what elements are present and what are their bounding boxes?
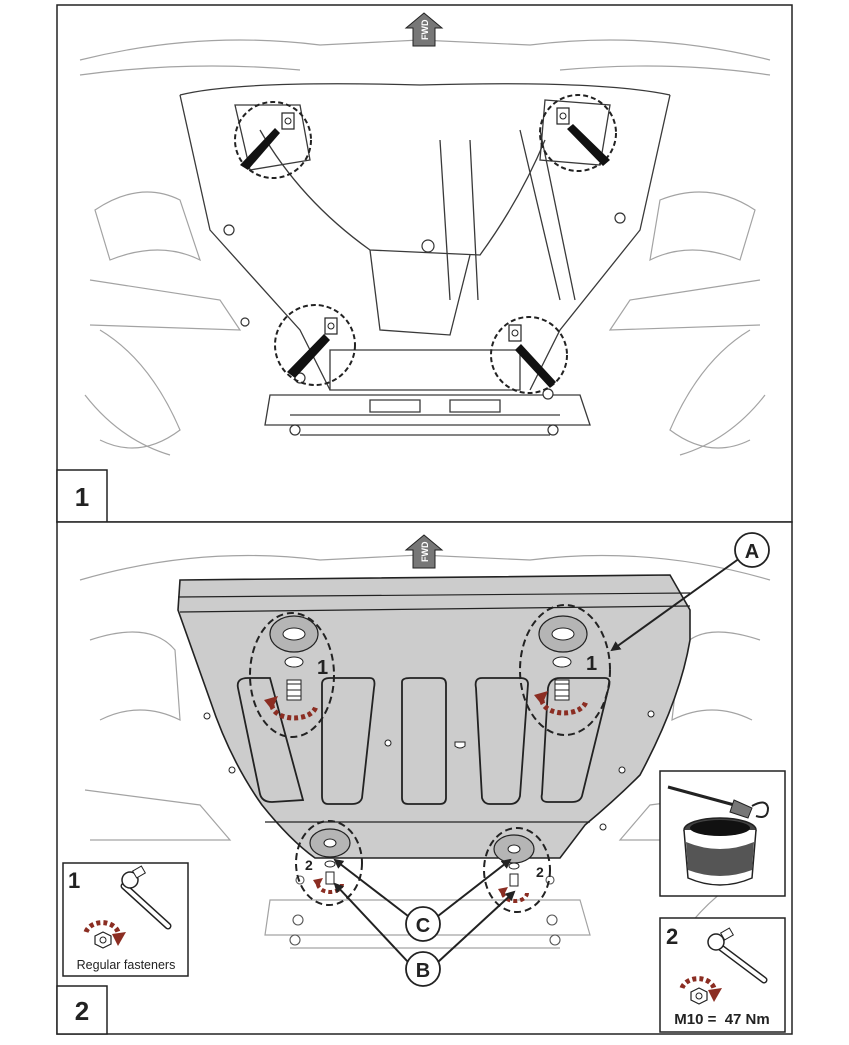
torque-rotation-icon (679, 976, 722, 1005)
step-mark-upper-left: 1 (317, 657, 328, 679)
legend-regular-number: 1 (68, 868, 80, 893)
rotation-arrow-heads (264, 691, 548, 897)
upper-mount-right (538, 615, 588, 701)
skid-plate (177, 574, 691, 887)
callout-c: C (405, 906, 441, 942)
mount-points (234, 94, 617, 394)
legend-torque-spec: 2 M10 = 47 Nm (659, 917, 786, 1033)
step-mark-lower-left: 2 (305, 857, 313, 873)
upper-mount-left (269, 615, 319, 701)
stiffening-ribs (236, 677, 611, 805)
legend-regular-fasteners: 1 Regular fasteners (62, 862, 189, 977)
callout-a: A (734, 532, 770, 568)
mount-point-rear-left (274, 304, 356, 386)
fwd-arrow-panel-1: FWD (404, 12, 444, 47)
lower-mount-left (309, 828, 351, 885)
callout-a-label: A (745, 541, 759, 563)
fwd-label-2: FWD (420, 541, 430, 562)
dashed-highlights (249, 604, 611, 913)
torque-wrench-icon (707, 927, 768, 984)
panel-2-number: 2 (75, 996, 89, 1026)
panel-2: FWD (56, 521, 793, 1035)
brush-icon (667, 785, 770, 819)
plate-holes (203, 710, 655, 831)
rotation-arrow-icon (83, 920, 126, 949)
can-icon (683, 817, 757, 886)
callout-c-label: C (416, 915, 430, 937)
callout-b: B (405, 951, 441, 987)
legend-torque-number: 2 (666, 924, 678, 949)
leader-lines (333, 557, 741, 963)
ratchet-wrench-icon (120, 865, 172, 930)
panel-1-number: 1 (75, 482, 89, 512)
panel-1-number-box: 1 (56, 469, 108, 523)
step-mark-upper-right: 1 (586, 653, 597, 675)
fwd-label: FWD (420, 19, 430, 40)
bolt-heads-panel-1 (223, 212, 626, 436)
mount-point-front-left (234, 101, 312, 179)
mount-point-rear-right (490, 316, 568, 394)
fwd-arrow-panel-2: FWD (404, 534, 444, 569)
legend-regular-caption: Regular fasteners (77, 958, 176, 972)
mount-point-front-right (539, 94, 617, 172)
step-mark-lower-right: 2 (536, 864, 544, 880)
panel-2-number-box: 2 (56, 985, 108, 1035)
legend-torque-spec-text: M10 = 47 Nm (674, 1011, 769, 1028)
sealant-can-illustration (659, 770, 786, 897)
front-subframe (179, 83, 671, 436)
panel-1: FWD (56, 4, 793, 523)
callout-b-label: B (416, 960, 430, 982)
